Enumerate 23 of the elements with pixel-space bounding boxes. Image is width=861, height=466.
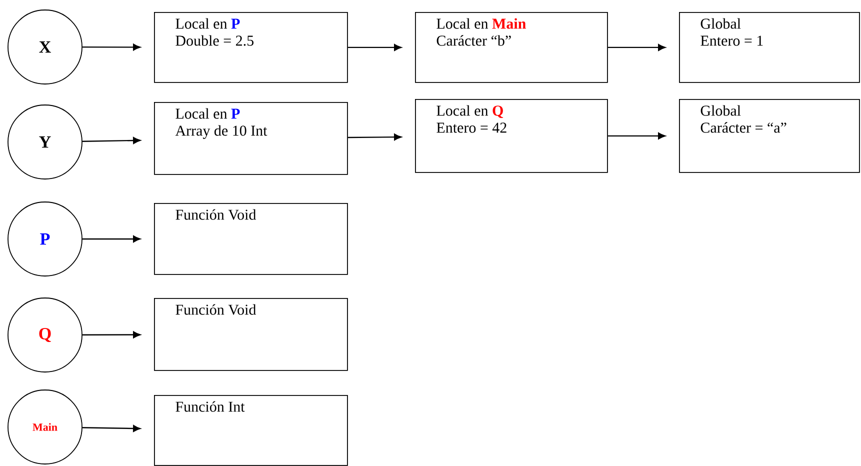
arrow: [82, 137, 140, 144]
process-box: Global Entero = 1: [679, 12, 860, 83]
circle-node: Y: [8, 104, 82, 180]
arrow: [82, 331, 140, 338]
arrow: [82, 44, 140, 51]
process-box: Función Int: [154, 395, 348, 466]
process-box: Local en P Double = 2.5: [154, 12, 348, 83]
circle-node: Main: [8, 390, 82, 464]
process-box: Global Carácter = “a”: [679, 99, 860, 173]
arrow: [608, 132, 666, 140]
process-box: Local en Q Entero = 42: [415, 99, 608, 173]
circle-node: X: [8, 10, 82, 84]
arrow: [82, 236, 140, 242]
process-box: Local en Main Carácter “b”: [415, 12, 608, 83]
arrow: [348, 134, 402, 141]
arrow: [348, 44, 402, 51]
process-box: Local en P Array de 10 Int: [154, 102, 348, 175]
process-box: Función Void: [154, 203, 348, 275]
arrow: [82, 425, 140, 432]
circle-node: Q: [8, 298, 82, 372]
circle-node: P: [8, 202, 82, 276]
arrow: [608, 44, 666, 51]
process-box: Función Void: [154, 298, 348, 371]
